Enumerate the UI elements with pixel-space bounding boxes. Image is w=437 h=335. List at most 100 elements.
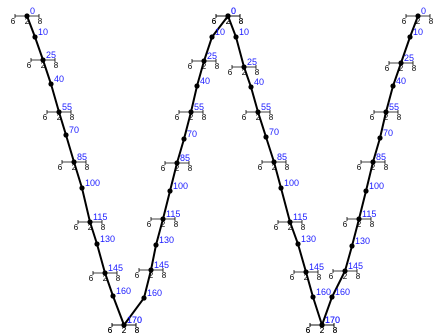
- node-marker: [342, 268, 348, 274]
- ruler-label: 2: [72, 163, 77, 172]
- node-label: 160: [316, 287, 331, 297]
- node-label: 55: [261, 102, 271, 112]
- node-label: 70: [187, 129, 197, 139]
- node-label: 0: [421, 6, 426, 16]
- ruler-label: 6: [343, 220, 348, 229]
- ruler-label: 2: [175, 164, 180, 173]
- ruler-label: 2: [357, 220, 362, 229]
- ruler-label: 2: [88, 223, 93, 232]
- node-marker: [225, 13, 231, 19]
- node-marker: [415, 13, 421, 19]
- node-marker: [148, 267, 154, 273]
- node-marker: [241, 64, 247, 70]
- ruler-label: 6: [89, 274, 94, 283]
- ruler-label: 6: [161, 164, 166, 173]
- ruler-label: 8: [38, 17, 43, 26]
- node-label: 70: [269, 127, 279, 137]
- ruler-label: 6: [135, 271, 140, 280]
- ruler-label: 2: [103, 274, 108, 283]
- node-label: 70: [383, 128, 393, 138]
- node-label: 145: [108, 263, 123, 273]
- ruler-label: 2: [202, 62, 207, 71]
- ruler-label: 2: [416, 17, 421, 26]
- node-label: 10: [38, 27, 48, 37]
- node-marker: [32, 34, 38, 40]
- ruler-label: 8: [85, 163, 90, 172]
- ruler-label: 6: [11, 17, 16, 26]
- ruler-label: 8: [239, 17, 244, 26]
- node-label: 85: [277, 152, 287, 162]
- node-label: 130: [159, 235, 174, 245]
- ruler-label: 8: [285, 163, 290, 172]
- node-marker: [188, 109, 194, 115]
- ruler-label: 6: [212, 17, 217, 26]
- node-marker: [194, 83, 200, 89]
- node-label: 40: [254, 77, 264, 87]
- ruler-label: 2: [122, 326, 127, 335]
- node-marker: [56, 109, 62, 115]
- ruler-label: 2: [226, 17, 231, 26]
- node-marker: [71, 159, 77, 165]
- node-label: 40: [54, 74, 64, 84]
- node-marker: [63, 132, 69, 138]
- node-label: 10: [215, 27, 225, 37]
- ruler-label: 2: [384, 113, 389, 122]
- ruler-label: 8: [301, 223, 306, 232]
- ruler-label: 2: [256, 113, 261, 122]
- ruler-label: 2: [242, 68, 247, 77]
- node-label: 55: [194, 102, 204, 112]
- ruler-label: 8: [397, 113, 402, 122]
- node-label: 25: [247, 57, 257, 67]
- node-label: 130: [355, 236, 370, 246]
- ruler-label: 6: [385, 64, 390, 73]
- ruler-label: 8: [239, 17, 244, 26]
- node-marker: [160, 216, 166, 222]
- ruler-label: 8: [317, 273, 322, 282]
- node-marker: [174, 160, 180, 166]
- node-label: 160: [116, 286, 131, 296]
- ruler-label: 2: [161, 220, 166, 229]
- node-marker: [349, 243, 355, 249]
- ruler-label: 2: [122, 326, 127, 335]
- ruler-label: 6: [212, 17, 217, 26]
- node-label: 130: [301, 234, 316, 244]
- node-label: 145: [154, 260, 169, 270]
- ruler-label: 8: [188, 164, 193, 173]
- node-marker: [263, 134, 269, 140]
- node-label: 145: [348, 261, 363, 271]
- ruler-label: 8: [54, 61, 59, 70]
- node-marker: [110, 293, 116, 299]
- ruler-label: 2: [371, 163, 376, 172]
- ruler-label: 6: [329, 272, 334, 281]
- ruler-label: 2: [320, 326, 325, 335]
- ruler-label: 8: [70, 113, 75, 122]
- ruler-label: 8: [333, 326, 338, 335]
- ruler-label: 2: [41, 61, 46, 70]
- node-label: 55: [389, 102, 399, 112]
- ruler-label: 2: [343, 272, 348, 281]
- node-label: 0: [231, 6, 236, 16]
- ruler-label: 2: [226, 17, 231, 26]
- ruler-label: 8: [384, 163, 389, 172]
- node-label: 85: [180, 153, 190, 163]
- ruler-label: 6: [74, 223, 79, 232]
- node-label: 70: [69, 125, 79, 135]
- ruler-label: 6: [147, 220, 152, 229]
- ruler-label: 6: [43, 113, 48, 122]
- node-marker: [407, 34, 413, 40]
- ruler-label: 8: [356, 272, 361, 281]
- node-label: 160: [147, 288, 162, 298]
- node-marker: [79, 185, 85, 191]
- node-label: 115: [293, 212, 307, 222]
- node-marker: [48, 81, 54, 87]
- node-label: 170: [127, 315, 142, 325]
- ruler-label: 6: [228, 68, 233, 77]
- ruler-label: 8: [174, 220, 179, 229]
- node-label: 40: [200, 76, 210, 86]
- ruler-label: 8: [202, 113, 207, 122]
- ruler-label: 6: [58, 163, 63, 172]
- node-marker: [102, 270, 108, 276]
- node-marker: [287, 219, 293, 225]
- node-label: 0: [30, 6, 35, 16]
- node-marker: [383, 109, 389, 115]
